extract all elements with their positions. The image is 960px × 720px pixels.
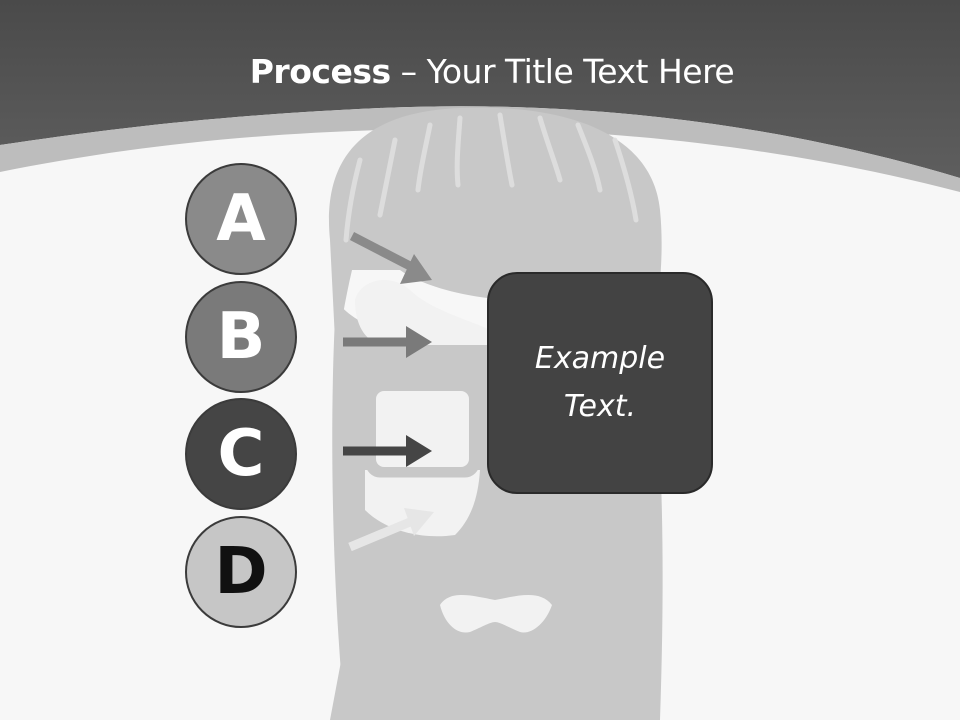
face-highlights xyxy=(355,279,490,537)
step-letter-d: D xyxy=(214,535,268,609)
header-swoosh xyxy=(0,106,960,192)
arrow-a xyxy=(349,232,432,284)
example-text-box: Example Text. xyxy=(487,272,713,494)
title-rest: – Your Title Text Here xyxy=(390,52,735,91)
example-text: Example Text. xyxy=(534,341,666,424)
mustache xyxy=(440,595,552,633)
step-circle-c: C xyxy=(185,398,297,510)
hair-streaks xyxy=(343,112,639,243)
arrow-d xyxy=(348,508,434,552)
slide-title: Process – Your Title Text Here xyxy=(0,52,960,91)
step-letter-a: A xyxy=(216,182,266,256)
header-band xyxy=(0,0,960,178)
step-letter-c: C xyxy=(217,417,265,491)
arrow-c xyxy=(343,435,432,467)
arrow-b xyxy=(343,326,432,358)
step-letter-b: B xyxy=(216,300,266,374)
step-circle-b: B xyxy=(185,281,297,393)
step-circle-a: A xyxy=(185,163,297,275)
title-bold: Process xyxy=(249,52,391,91)
step-circle-d: D xyxy=(185,516,297,628)
glasses xyxy=(365,380,480,478)
